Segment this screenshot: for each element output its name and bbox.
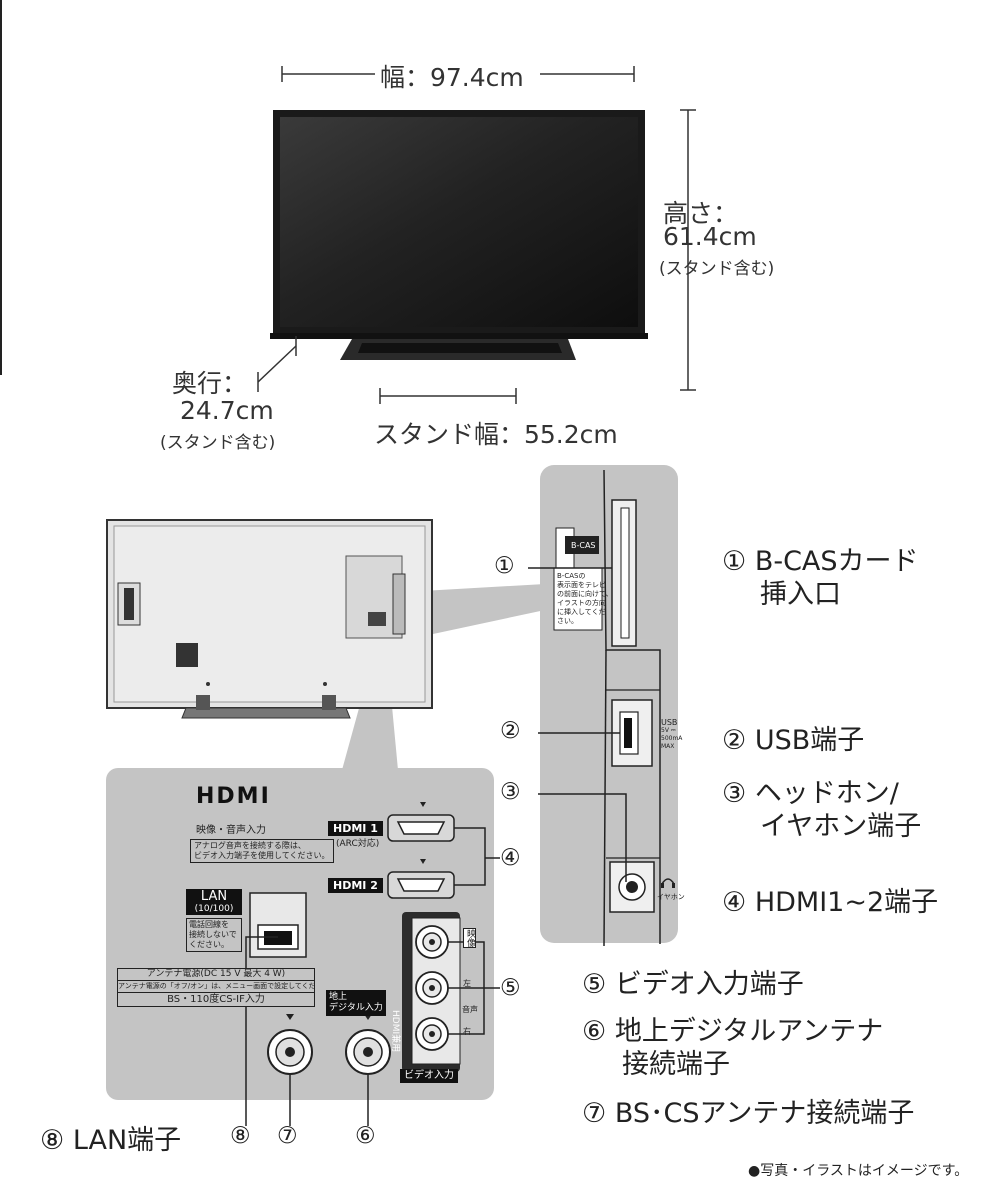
tv-front-diagram bbox=[0, 0, 696, 404]
callout-5: ⑤ bbox=[500, 975, 521, 1001]
callout-2: ② bbox=[500, 718, 521, 744]
earphone-label: イヤホン bbox=[657, 893, 685, 901]
hdmi2-label: HDMI 2 bbox=[328, 878, 383, 893]
tv-rear-diagram bbox=[106, 465, 678, 1126]
hdmi1-label: HDMI 1 bbox=[328, 821, 383, 836]
terrestrial-label: 地上 デジタル入力 bbox=[326, 990, 386, 1016]
callout-8: ⑧ bbox=[230, 1123, 251, 1149]
antenna-power: アンテナ電源(DC 15 V 最大 4 W) bbox=[118, 969, 314, 981]
callout-6: ⑥ bbox=[355, 1123, 376, 1149]
lan-sub: (10/100) bbox=[186, 904, 242, 915]
bs-input-label: BS・110度CS-IF入力 bbox=[167, 994, 265, 1005]
footnote: ●写真・イラストはイメージです。 bbox=[748, 1163, 969, 1179]
antenna-power-block: アンテナ電源(DC 15 V 最大 4 W) アンテナ電源の「オフ/オン」は、メ… bbox=[117, 968, 315, 1007]
height-dimension-label: 高さ： bbox=[663, 199, 739, 228]
legend-item-1: ① B-CASカード 挿入口 bbox=[722, 546, 919, 610]
av-input-note: アナログ音声を接続する際は、 ビデオ入力端子を使用してください。 bbox=[190, 839, 334, 863]
jack-l-label: 左 bbox=[463, 979, 471, 988]
jack-video-label: 映像 bbox=[463, 928, 476, 948]
bcas-logo: B-CAS bbox=[571, 541, 596, 550]
jack-audio-label: 音声 bbox=[462, 1005, 478, 1014]
hdmi1-note: (ARC対応) bbox=[336, 839, 380, 849]
bcas-note: B-CASの 表示面をテレビ の前面に向けて、 イラストの方向 に挿入してくだ … bbox=[557, 572, 613, 625]
callout-7: ⑦ bbox=[277, 1123, 298, 1149]
depth-dimension-value: 24.7cm bbox=[180, 396, 274, 425]
legend-item-8: ⑧ LAN端子 bbox=[40, 1125, 182, 1156]
av-input-title: 映像・音声入力 bbox=[196, 825, 266, 836]
depth-dimension-label: 奥行： bbox=[172, 369, 248, 398]
lan-title: LAN bbox=[186, 889, 242, 904]
legend-item-7: ⑦ BS･CSアンテナ接続端子 bbox=[582, 1098, 915, 1129]
callout-4: ④ bbox=[500, 845, 521, 871]
jack-r-label: 右 bbox=[463, 1027, 471, 1036]
width-dimension: 幅：97.4cm bbox=[380, 63, 524, 92]
height-dimension-note: (スタンド含む) bbox=[659, 259, 775, 279]
depth-dimension-note: (スタンド含む) bbox=[160, 433, 276, 453]
video-hdmi-shared-label: HDMI兼用 bbox=[390, 1010, 400, 1053]
legend-item-4: ④ HDMI1~2端子 bbox=[722, 887, 939, 918]
legend-item-6: ⑥ 地上デジタルアンテナ 接続端子 bbox=[582, 1016, 884, 1080]
legend-item-5: ⑤ ビデオ入力端子 bbox=[582, 969, 804, 1000]
lan-label-block: LAN (10/100) 電話回線を 接続しないで ください。 bbox=[186, 889, 242, 952]
lan-note: 電話回線を 接続しないで ください。 bbox=[186, 918, 242, 952]
stand-width-dimension: スタンド幅：55.2cm bbox=[374, 420, 618, 449]
legend-item-3: ③ ヘッドホン/ イヤホン端子 bbox=[722, 778, 922, 842]
callout-3: ③ bbox=[500, 779, 521, 805]
height-dimension-value: 61.4cm bbox=[663, 222, 757, 251]
antenna-power-note: アンテナ電源の「オフ/オン」は、メニュー画面で設定してください。 bbox=[118, 981, 314, 993]
usb-label: USB 5V ⎓ 500mA MAX bbox=[661, 718, 683, 750]
legend-item-2: ② USB端子 bbox=[722, 725, 865, 756]
hdmi-logo: HDMI bbox=[196, 784, 271, 809]
tv-screen bbox=[280, 117, 638, 327]
callout-1: ① bbox=[494, 553, 515, 579]
video-input-label: ビデオ入力 bbox=[400, 1069, 458, 1083]
